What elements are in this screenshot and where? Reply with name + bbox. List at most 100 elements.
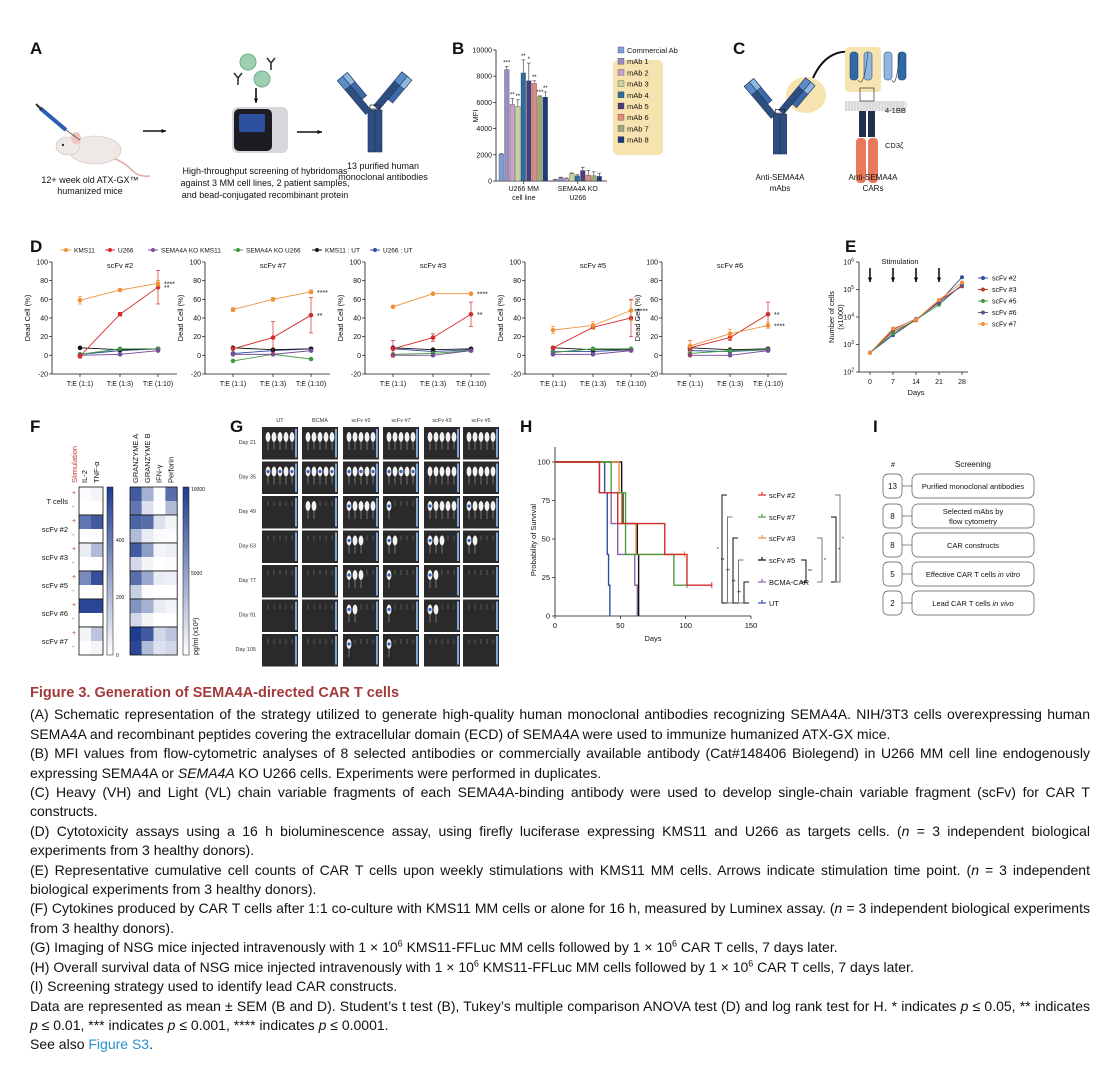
- y-axis-label: Dead Cell (%): [336, 294, 345, 341]
- legend-marker: [981, 322, 985, 326]
- legend-label: mAb 2: [627, 68, 649, 77]
- bar: [520, 72, 526, 182]
- y-tick-label: 60: [353, 297, 361, 304]
- figure-s3-link[interactable]: Figure S3: [88, 1036, 150, 1053]
- costim-domain: [859, 111, 866, 137]
- caption-text: n: [971, 861, 979, 878]
- image-background: [302, 530, 338, 563]
- heatmap-cell: [130, 585, 142, 599]
- image-color-scale: [295, 601, 297, 630]
- heatmap-cell: [141, 571, 154, 585]
- row-label: Day 105: [236, 647, 257, 653]
- legend-highlight: [613, 60, 663, 155]
- mouse-signal: [472, 466, 478, 477]
- scfv-domain: [897, 51, 907, 81]
- data-point: [155, 348, 161, 353]
- legend-swatch: [617, 114, 625, 121]
- y-tick-label: 100: [537, 458, 550, 467]
- legend-swatch: [617, 102, 625, 110]
- data-point: [77, 345, 83, 351]
- legend-label: scFv #6: [992, 310, 1017, 317]
- bioluminescence-image: [302, 530, 338, 563]
- data-point: [550, 352, 556, 357]
- legend-label: BCMA-CAR: [769, 578, 810, 587]
- heatmap-cell: [91, 613, 103, 627]
- data-point: [628, 308, 634, 313]
- bar: [531, 83, 537, 182]
- cd3z-domain: [868, 138, 878, 183]
- image-background: [383, 565, 419, 598]
- significance-label: ****: [317, 290, 328, 297]
- mouse-signal: [433, 466, 439, 477]
- image-color-scale: [295, 498, 297, 527]
- row-label: Day 21: [239, 440, 256, 446]
- image-color-scale: [295, 567, 297, 596]
- heatmap-cell: [153, 543, 166, 557]
- bioluminescence-image: [343, 427, 379, 460]
- mouse-signal: [352, 501, 358, 511]
- column-header: #: [891, 462, 895, 469]
- bar: [526, 80, 532, 182]
- heatmap-cell: [91, 599, 103, 613]
- y-tick-label: -20: [511, 371, 521, 378]
- mouse-signal: [358, 535, 364, 546]
- plot-title: scFv #6: [717, 261, 743, 270]
- caption-text: (E) Representative cumulative cell count…: [30, 861, 972, 878]
- row-label: scFv #6: [42, 609, 68, 618]
- caption-text: p: [167, 1016, 176, 1033]
- x-tick-label: T:E (1:10): [296, 381, 326, 388]
- bioluminescence-image: [343, 530, 379, 563]
- mouse-signal: [404, 432, 410, 442]
- heatmap-cell: [130, 627, 142, 641]
- column-label: scFv #3: [432, 418, 451, 424]
- data-point: [590, 323, 596, 328]
- bar: [569, 173, 575, 182]
- significance-label: **: [774, 312, 780, 319]
- significance-label: **: [532, 75, 537, 81]
- stimulation-arrow-icon-head: [867, 277, 873, 282]
- row-label: scFv #5: [42, 581, 68, 590]
- legend-label: scFv #5: [992, 299, 1017, 306]
- caption-text: n: [901, 822, 910, 839]
- heatmap-cell: [153, 585, 166, 599]
- tumor-signal: [359, 469, 363, 474]
- scfv-domain: [863, 51, 873, 81]
- heatmap-cell: [141, 515, 154, 529]
- mouse-signal: [283, 432, 289, 442]
- data-point: [727, 348, 733, 353]
- legend-label: scFv #3: [992, 287, 1017, 294]
- series-line: [552, 317, 632, 349]
- heatmap-cell: [130, 641, 142, 655]
- bioluminescence-image: [383, 530, 419, 563]
- significance-label: **: [515, 94, 520, 100]
- mouse-signal: [305, 501, 311, 511]
- caption-text: ≤ 0.0001.: [326, 1016, 389, 1033]
- significance-label: **: [543, 86, 548, 92]
- data-point: [230, 358, 236, 364]
- stimulation-arrow-icon-head: [913, 277, 919, 282]
- panel-label-D: D: [30, 237, 42, 256]
- caption-paragraph: (F) Cytokines produced by CAR T cells af…: [30, 899, 1090, 938]
- mouse-signal: [370, 432, 376, 442]
- y-tick-label: 0: [44, 353, 48, 360]
- x-axis-label: Days: [907, 388, 924, 397]
- image-color-scale: [376, 601, 378, 630]
- y-axis-label: Dead Cell (%): [176, 294, 185, 341]
- legend-swatch: [617, 58, 625, 65]
- panel-label-I: I: [873, 417, 878, 436]
- stim-sign: -: [72, 504, 75, 511]
- mouse-signal: [352, 604, 358, 615]
- data-point: [868, 350, 872, 355]
- y-tick-label: 50: [542, 535, 550, 544]
- caption-paragraph: (D) Cytotoxicity assays using a 16 h bio…: [30, 822, 1090, 861]
- antibody-heavy-chain: [773, 113, 781, 155]
- data-point: [308, 312, 314, 318]
- workflow-arrow-head: [161, 128, 166, 134]
- x-axis-label: Days: [644, 634, 661, 643]
- step-box: [911, 503, 1035, 529]
